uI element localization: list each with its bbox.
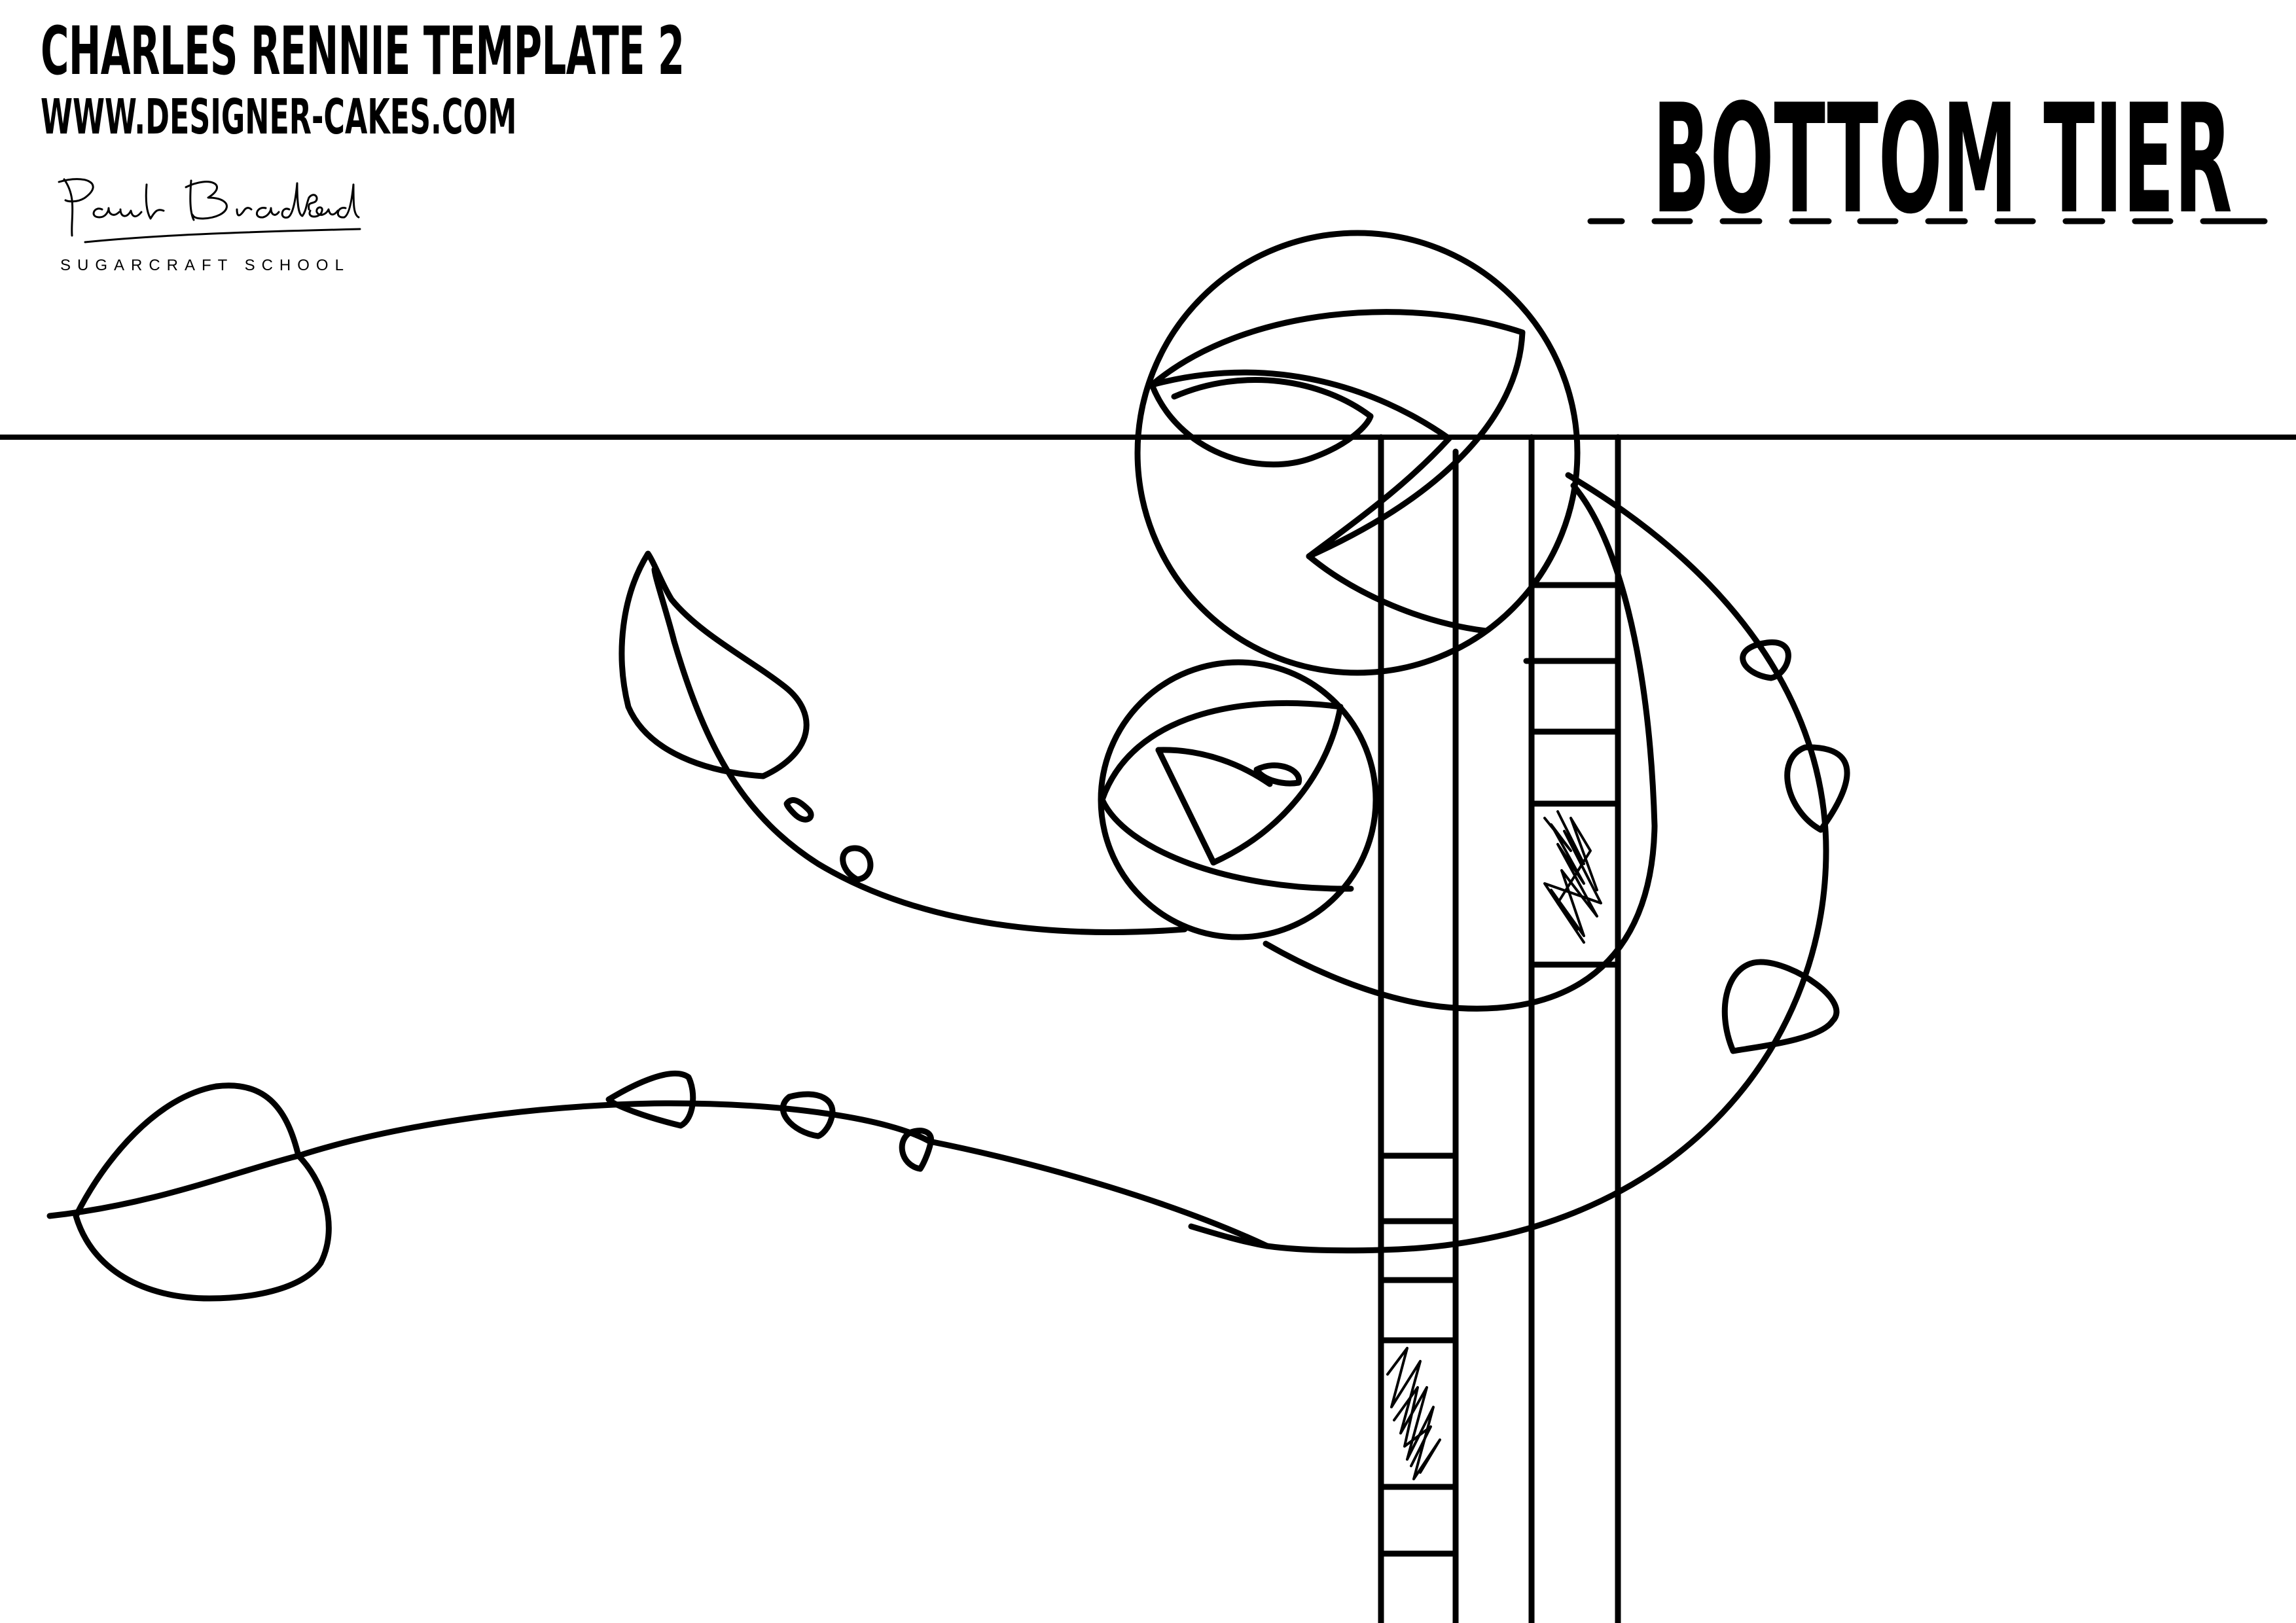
upper-left-bud-2 <box>840 845 874 883</box>
tier-label: BOTTOM TIER <box>1653 73 2233 247</box>
right-bud-1 <box>1740 639 1791 681</box>
left-stem-bud-1 <box>605 1070 696 1129</box>
right-loop-stem <box>1188 472 1829 1254</box>
upper-left-leaf <box>619 550 810 779</box>
left-ladder-rungs <box>1378 1152 1459 1557</box>
upper-left-stem <box>651 566 1188 935</box>
long-left-stem <box>46 1100 1270 1249</box>
right-curved-stem <box>1263 482 1658 1012</box>
paul-bradford-signature-logo <box>58 178 361 243</box>
template-title: CHARLES RENNIE TEMPLATE 2 <box>41 12 685 90</box>
upper-left-bud-1 <box>783 797 814 823</box>
large-rose <box>1134 230 1581 676</box>
sugarcraft-school-label: SUGARCRAFT SCHOOL <box>60 257 350 274</box>
website-url: WWW.DESIGNER-CAKES.COM <box>41 89 517 145</box>
scribble-fill-left <box>1386 1347 1441 1480</box>
left-heart-leaf <box>73 1082 332 1302</box>
right-bud-2 <box>1784 744 1850 833</box>
scribble-fill-right <box>1543 810 1602 944</box>
right-ladder-rungs <box>1523 582 1621 968</box>
left-stem-bud-2 <box>780 1091 836 1139</box>
right-bud-3 <box>1721 959 1840 1054</box>
left-stem-bud-3 <box>899 1128 935 1172</box>
vertical-ladder-bars <box>1378 434 1621 1623</box>
small-rose <box>1098 659 1379 940</box>
